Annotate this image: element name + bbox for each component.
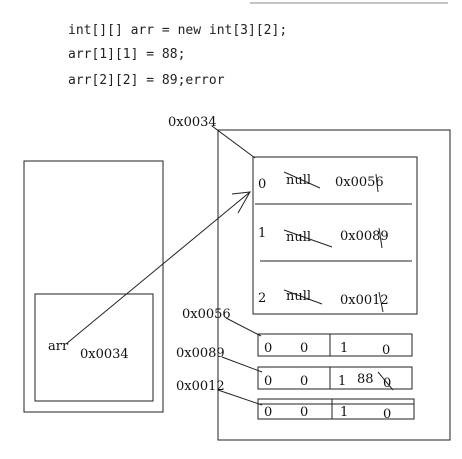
- outer-row-0-strike: [283, 171, 321, 189]
- outer-row-2-value-mark: [378, 291, 384, 313]
- stack-variable-box: [34, 293, 154, 402]
- inner-array-1-leader: [221, 356, 263, 373]
- outer-row-1-strike: [283, 229, 333, 248]
- code-block: int[][] arr = new int[3][2]; arr[1][1] =…: [68, 23, 287, 88]
- outer-row-2-value: 0x0012: [340, 293, 389, 308]
- inner-array-1-box: [257, 366, 413, 390]
- inner-array-0-address: 0x0056: [182, 307, 231, 322]
- outer-row-0-value: 0x0056: [335, 175, 384, 190]
- inner-array-1-cell-0: 0: [264, 374, 272, 389]
- outer-row-0-old: null: [286, 173, 311, 188]
- inner-array-2-address: 0x0012: [176, 379, 225, 394]
- inner-array-2-cell-0: 0: [264, 405, 272, 420]
- outer-row-1-value: 0x0089: [340, 229, 389, 244]
- outer-row-1-value-mark: [378, 227, 383, 249]
- code-line-3: arr[2][2] = 89;error: [68, 73, 225, 88]
- outer-row-2-old: null: [286, 289, 311, 304]
- stack-outer-box: [23, 160, 164, 413]
- stack-var-value: 0x0034: [80, 347, 129, 362]
- inner-array-1-cell-4-strike: [377, 371, 394, 391]
- heap-area: 0x0034 0 null 0x0056 1 null 0x0089 2 nul…: [168, 115, 451, 441]
- outer-row-1-old: null: [286, 230, 311, 245]
- inner-array-1-cell-1: 0: [300, 374, 308, 389]
- outer-array-address: 0x0034: [168, 115, 217, 130]
- inner-array-1-cell-3: 88: [357, 372, 374, 387]
- stack-var-name: arr: [48, 339, 69, 354]
- reference-arrow: [65, 191, 251, 345]
- inner-array-2-box: [257, 398, 415, 420]
- inner-array-2-leader: [217, 389, 263, 406]
- inner-array-2-cell-3: 0: [383, 407, 391, 422]
- inner-array-0-cell-0: 0: [264, 341, 272, 356]
- inner-array-0-cell-1: 0: [300, 341, 308, 356]
- outer-row-2-strike: [283, 289, 323, 305]
- outer-row-1-index: 1: [258, 226, 266, 241]
- outer-array-box: [252, 156, 418, 315]
- inner-array-1-address: 0x0089: [176, 346, 225, 361]
- inner-array-0-box: [257, 333, 413, 357]
- stack-frame: arr 0x0034: [23, 160, 164, 413]
- inner-array-0-cell-2: 1: [340, 341, 348, 356]
- reference-arrow-shaft: [65, 191, 251, 345]
- inner-array-0-cell-3: 0: [382, 343, 390, 358]
- reference-arrowhead: [231, 191, 251, 214]
- outer-row-0-index: 0: [258, 177, 266, 192]
- outer-address-leader: [211, 125, 256, 159]
- inner-array-0-leader: [225, 317, 262, 337]
- inner-array-2-cell-1: 0: [300, 405, 308, 420]
- outer-row-0-value-mark: [375, 173, 379, 193]
- code-line-1: int[][] arr = new int[3][2];: [68, 23, 287, 38]
- heap-box: [217, 129, 451, 441]
- inner-array-2-cell-2: 1: [340, 405, 348, 420]
- outer-row-2-index: 2: [258, 291, 266, 306]
- code-line-2: arr[1][1] = 88;: [68, 47, 185, 62]
- inner-array-1-cell-2: 1: [338, 374, 346, 389]
